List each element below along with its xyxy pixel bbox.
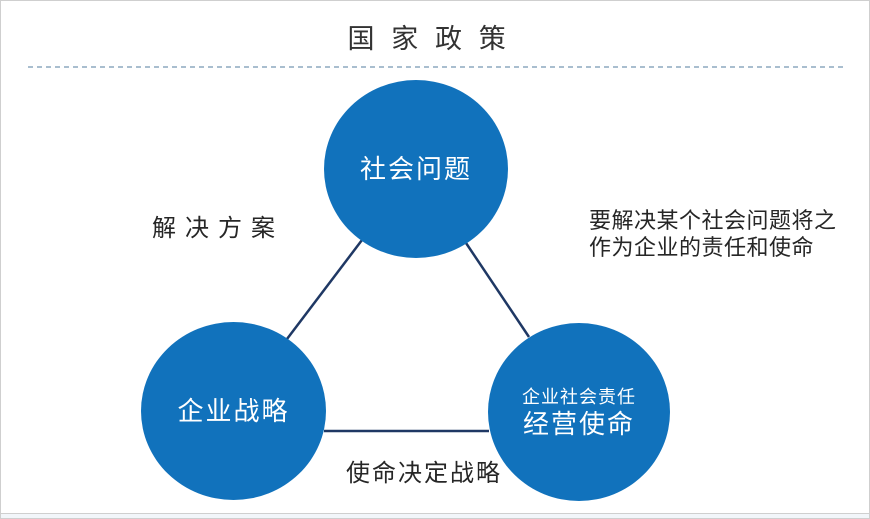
- node-social-problem: 社会问题: [324, 80, 508, 258]
- connector-top-to-left: [286, 239, 363, 340]
- node-business-mission-title: 经营使命: [522, 408, 635, 439]
- node-social-problem-label: 社会问题: [359, 154, 472, 184]
- connector-top-to-right: [464, 242, 531, 338]
- annotation-responsibility-note: 要解决某个社会问题将之 作为企业的责任和使命: [589, 207, 837, 261]
- annotation-mission-strategy: 使命决定战略: [346, 460, 502, 487]
- annotation-solution: 解决方案: [152, 215, 284, 242]
- node-business-mission-subtitle: 企业社会责任: [522, 386, 636, 407]
- node-corporate-strategy: 企业战略: [141, 322, 326, 500]
- slide-bottom-edge: [1, 513, 869, 518]
- node-corporate-strategy-label: 企业战略: [177, 396, 290, 426]
- slide-title: 国家政策: [347, 24, 523, 54]
- node-business-mission: 企业社会责任 经营使命: [488, 323, 670, 501]
- annotation-responsibility-note-line1: 要解决某个社会问题将之: [589, 208, 837, 233]
- annotation-responsibility-note-line2: 作为企业的责任和使命: [589, 235, 815, 260]
